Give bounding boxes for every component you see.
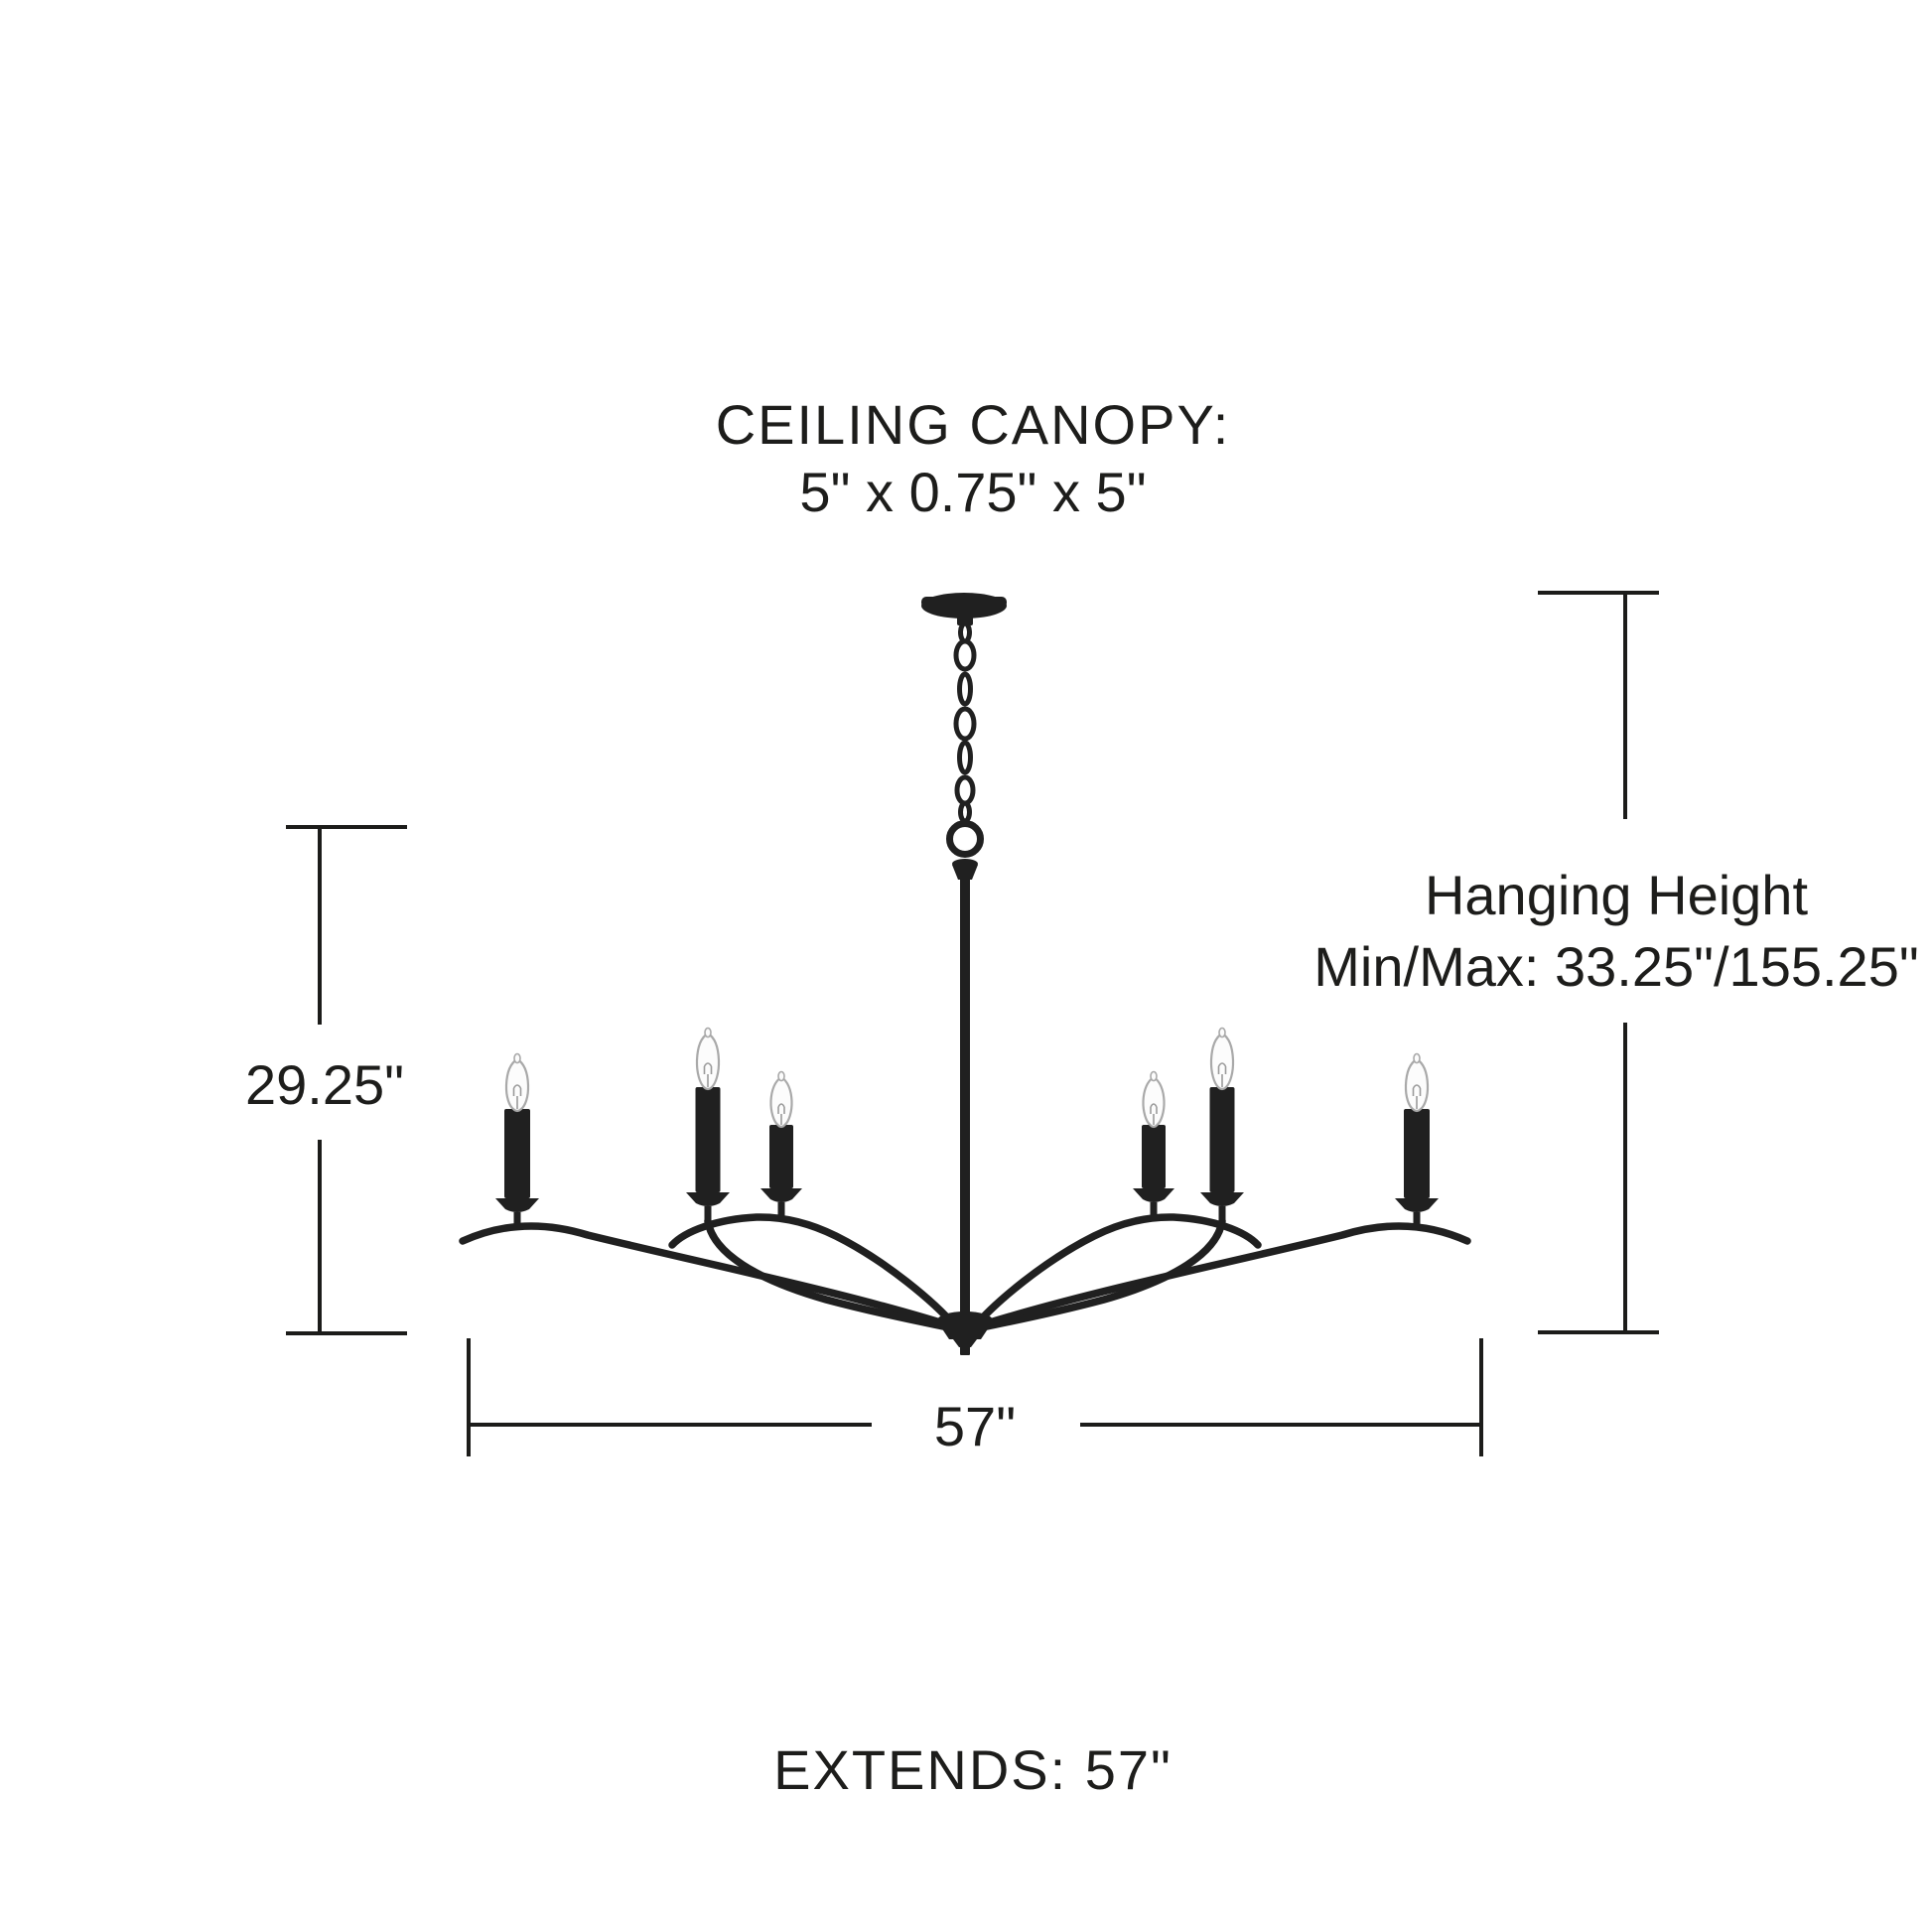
- arm-right-inner: [970, 1213, 1262, 1331]
- chandelier: [459, 593, 1471, 1355]
- chain-link: [958, 621, 972, 644]
- extends-label: EXTENDS: 57": [773, 1738, 1173, 1801]
- arm-left-inner: [668, 1213, 960, 1331]
- canopy-disc: [921, 593, 1007, 619]
- fixture-width-label: 57": [934, 1395, 1016, 1457]
- chain-link: [954, 774, 976, 806]
- candle-4: [1131, 1070, 1176, 1221]
- hanging-ring: [946, 820, 984, 858]
- finial-step: [953, 1339, 977, 1347]
- finial-tip: [960, 1346, 970, 1355]
- center-finial: [937, 1311, 993, 1355]
- downrod: [960, 878, 970, 1324]
- chain-link: [958, 800, 972, 824]
- hanging-height-line2: Min/Max: 33.25"/155.25": [1313, 935, 1918, 998]
- candle-3: [759, 1070, 804, 1221]
- chain-link: [957, 671, 973, 707]
- height-dimension-line-left: [286, 825, 407, 1335]
- hanging-height-dimension-line: [1538, 591, 1659, 1334]
- arm-right-middle: [973, 1217, 1226, 1332]
- finial-cone: [939, 1324, 991, 1339]
- candle-6: [1393, 1052, 1441, 1231]
- fixture-height-label: 29.25": [245, 1053, 404, 1116]
- rod-collar: [952, 859, 978, 880]
- collar-body: [952, 865, 978, 880]
- candle-1: [493, 1052, 541, 1231]
- ceiling-canopy-line1: CEILING CANOPY:: [716, 393, 1231, 456]
- width-dimension-line: [467, 1338, 1483, 1456]
- hanging-height-label: Hanging Height Min/Max: 33.25"/155.25": [1313, 864, 1918, 998]
- arm-left-middle: [704, 1217, 957, 1332]
- chain-link: [953, 638, 977, 672]
- ceiling-canopy: [921, 593, 1007, 625]
- chain: [953, 621, 977, 824]
- ceiling-canopy-label: CEILING CANOPY: 5" x 0.75" x 5": [716, 393, 1231, 523]
- hanging-height-line1: Hanging Height: [1425, 864, 1808, 926]
- chain-link: [953, 706, 977, 742]
- candle-5: [1198, 1027, 1246, 1225]
- ceiling-canopy-line2: 5" x 0.75" x 5": [799, 461, 1146, 523]
- candle-2: [684, 1027, 732, 1225]
- chain-link: [957, 740, 973, 775]
